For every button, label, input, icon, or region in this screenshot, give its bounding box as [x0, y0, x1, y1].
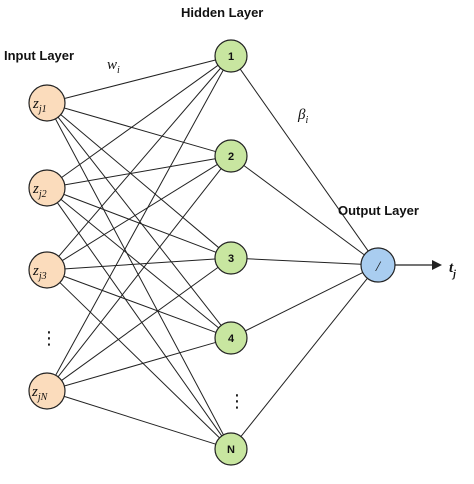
- edge-input2-hidden3: [63, 193, 217, 253]
- input-node-2: zj2: [28, 169, 66, 207]
- svg-text:zjN: zjN: [31, 384, 49, 403]
- hidden-node-n: N: [214, 432, 248, 466]
- edge-input3-hidden3: [64, 258, 216, 270]
- svg-text:2: 2: [228, 151, 234, 163]
- edge-input3-hidden1: [58, 67, 221, 257]
- edge-input1-hidden1: [64, 59, 216, 100]
- svg-text:1: 1: [228, 51, 234, 63]
- edge-input1-hidden2: [64, 107, 216, 153]
- edge-input3-hidden2: [62, 164, 218, 261]
- hidden-node-2: 2: [214, 139, 248, 173]
- svg-text:zj1: zj1: [32, 96, 47, 115]
- edge-hidden4-output: [245, 272, 363, 332]
- edge-input2-hidden1: [61, 64, 219, 178]
- output-layer-title: Output Layer: [338, 203, 419, 218]
- edge-input1-hidden4: [57, 116, 222, 326]
- hidden-node-4: 4: [214, 321, 248, 355]
- svg-text:zj3: zj3: [32, 263, 47, 282]
- svg-text:/: /: [375, 259, 382, 275]
- weight-w-label: wi: [107, 57, 120, 76]
- hidden-node-3: 3: [214, 241, 248, 275]
- edge-input3-hidden4: [63, 275, 217, 333]
- edge-input1-hidden3: [60, 114, 220, 249]
- edge-input4-hidden3: [61, 266, 219, 381]
- input-node-n: zjN: [28, 372, 66, 410]
- output-symbol: tj: [449, 260, 456, 280]
- edge-input4-hidden2: [57, 168, 222, 378]
- svg-text:4: 4: [228, 333, 235, 345]
- arrow-head-icon: [432, 260, 442, 270]
- edge-input2-hidden5: [56, 202, 223, 437]
- input-layer-title: Input Layer: [4, 48, 74, 63]
- edge-input1-hidden5: [55, 118, 224, 436]
- weight-beta-label: βi: [297, 107, 308, 126]
- hidden-layer-title: Hidden Layer: [181, 5, 263, 20]
- hidden-ellipsis: ⋮: [228, 391, 246, 411]
- edge-input4-hidden5: [64, 395, 216, 445]
- edge-input4-hidden4: [64, 341, 216, 387]
- edge-hidden2-output: [243, 165, 365, 256]
- input-node-1: zj1: [28, 84, 66, 122]
- edge-input2-hidden2: [64, 158, 216, 186]
- edge-input4-hidden1: [55, 69, 224, 376]
- input-node-3: zj3: [28, 251, 66, 289]
- edge-hidden1-output: [239, 68, 369, 252]
- svg-text:3: 3: [228, 253, 234, 265]
- svg-text:N: N: [227, 444, 235, 456]
- edge-input3-hidden5: [59, 282, 220, 439]
- connection-edges: [55, 59, 369, 445]
- edge-hidden3-output: [246, 258, 362, 265]
- hidden-node-1: 1: [214, 39, 248, 73]
- output-node: /: [360, 247, 396, 283]
- svg-text:zj2: zj2: [32, 181, 47, 200]
- input-ellipsis: ⋮: [40, 328, 58, 348]
- edge-hidden5-output: [240, 277, 368, 437]
